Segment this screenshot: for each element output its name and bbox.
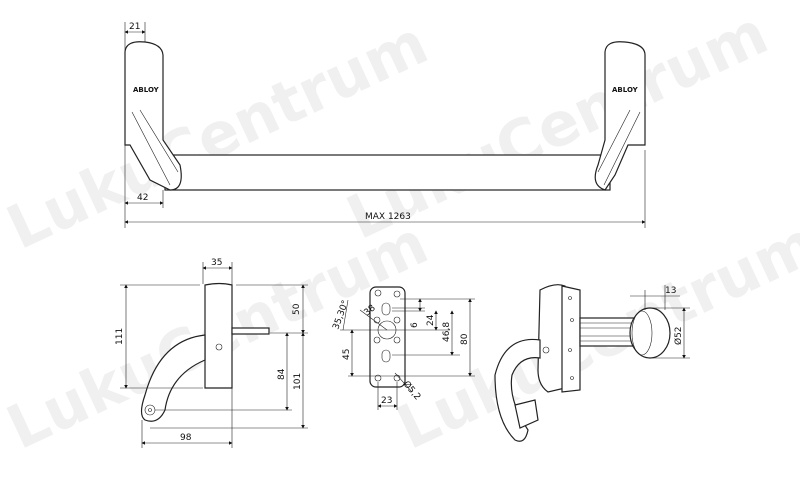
drawing-line [374, 289, 382, 297]
drawing-line [631, 310, 653, 356]
drawing-line [597, 109, 641, 186]
drawing-line [215, 343, 223, 351]
dimension-label: 84 [277, 368, 287, 380]
drawing-line [148, 408, 152, 412]
drawing-line [393, 336, 401, 344]
drawing-line [570, 376, 574, 380]
dimension-label: 101 [293, 373, 303, 390]
dimension-label: 42 [137, 193, 148, 203]
drawing-line [373, 336, 381, 344]
left-bracket: ABLOY [124, 41, 182, 191]
watermark: LukuCentrum LukuCentrum LukuCentrum Luku… [0, 0, 800, 464]
drawing-line [381, 302, 391, 316]
dimension-label: 80 [460, 333, 470, 345]
drawing-line [561, 285, 581, 393]
top-dimensions: 21 42 MAX 1263 [124, 22, 646, 228]
dimension-label: 111 [115, 328, 125, 345]
drawing-line [580, 322, 635, 342]
side-dimensions: 35 111 50 84 101 98 [115, 258, 308, 448]
dimension-label: MAX 1263 [365, 212, 411, 222]
drawing-line [568, 296, 572, 300]
dimension-label: 23 [381, 396, 392, 406]
dimension-label: Ø52 [673, 326, 684, 345]
dimension-label: 6 [410, 322, 420, 328]
drawing-line [140, 334, 206, 422]
drawing-line [568, 348, 572, 352]
top-view-panic-bar: ABLOY ABLOY 21 42 MAX 1263 [124, 22, 646, 228]
push-bar [164, 154, 611, 191]
drawing-line [369, 286, 406, 388]
drawing-line [537, 284, 566, 393]
dimension-label: 45 [342, 349, 352, 360]
drawing-line [394, 372, 413, 393]
side-view-lever: 35 111 50 84 101 98 [115, 258, 308, 448]
perspective-view-knob: 13 Ø52 [494, 284, 690, 442]
drawing-line [131, 109, 179, 186]
drawing-line [359, 309, 388, 331]
right-bracket: ABLOY [594, 41, 646, 191]
drawing-line [124, 41, 182, 191]
drawing-line [342, 299, 349, 331]
drawing-line [381, 349, 391, 363]
drawing-line [514, 399, 539, 429]
dimension-label: 24 [426, 314, 436, 326]
dimension-label: 46,8 [442, 322, 452, 342]
drawing-line [570, 318, 574, 322]
knob-dimensions: 13 Ø52 [630, 285, 690, 359]
drawing-line [542, 346, 550, 354]
drawing-line [204, 282, 233, 389]
drawing-line [568, 296, 574, 380]
drawing-line [579, 317, 636, 347]
drawing-line [231, 327, 270, 335]
dimension-label: ABLOY [133, 86, 160, 94]
dimension-label: ABLOY [612, 86, 639, 94]
drawing-line [494, 338, 541, 442]
dimension-label: 35 [211, 258, 222, 268]
dimension-label: 13 [665, 286, 676, 296]
drawing-line [374, 374, 382, 382]
drawing-line [393, 316, 401, 324]
dimension-label: 98 [180, 433, 192, 443]
dimension-label: 50 [292, 303, 302, 315]
drawing-line [393, 290, 401, 298]
dimension-label: 21 [129, 22, 140, 32]
